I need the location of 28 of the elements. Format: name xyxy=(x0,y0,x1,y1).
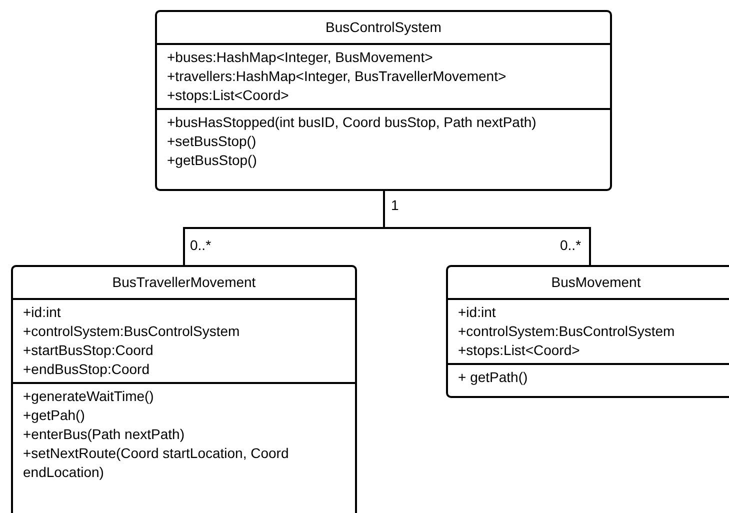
method-text: +busHasStopped(int busID, Coord busStop, Path nextPath) xyxy=(167,113,538,132)
attribute-text: +id:int xyxy=(458,303,497,322)
attribute-text: +endBusStop:Coord xyxy=(23,360,150,379)
class-box xyxy=(446,265,729,398)
attribute-text: +stops:List<Coord> xyxy=(458,341,581,360)
method-text: +generateWaitTime() xyxy=(23,387,155,406)
method-text: + getPath() xyxy=(458,368,529,387)
attribute-text: +buses:HashMap<Integer, BusMovement> xyxy=(167,48,434,67)
class-name: BusMovement xyxy=(550,273,642,292)
multiplicity-label: 0..* xyxy=(560,236,582,255)
class-name: BusTravellerMovement xyxy=(111,273,257,292)
attribute-text: +id:int xyxy=(23,303,62,322)
association-line xyxy=(383,191,591,265)
attribute-text: +stops:List<Coord> xyxy=(167,86,290,105)
class-box xyxy=(155,10,612,191)
class-box xyxy=(11,265,357,513)
attribute-text: +controlSystem:BusControlSystem xyxy=(23,322,241,341)
attribute-text: +controlSystem:BusControlSystem xyxy=(458,322,676,341)
attribute-text: +startBusStop:Coord xyxy=(23,341,154,360)
method-text: +getBusStop() xyxy=(167,151,258,170)
multiplicity-label: 1 xyxy=(391,196,399,215)
multiplicity-label: 0..* xyxy=(190,236,212,255)
method-text: +setBusStop() xyxy=(167,132,258,151)
attribute-text: +travellers:HashMap<Integer, BusTravellerMovement> xyxy=(167,67,508,86)
method-text: +getPah() xyxy=(23,406,86,425)
class-name: BusControlSystem xyxy=(324,18,442,37)
method-text: +setNextRoute(Coord startLocation, Coord endLocation) xyxy=(23,444,290,482)
method-text: +enterBus(Path nextPath) xyxy=(23,425,186,444)
